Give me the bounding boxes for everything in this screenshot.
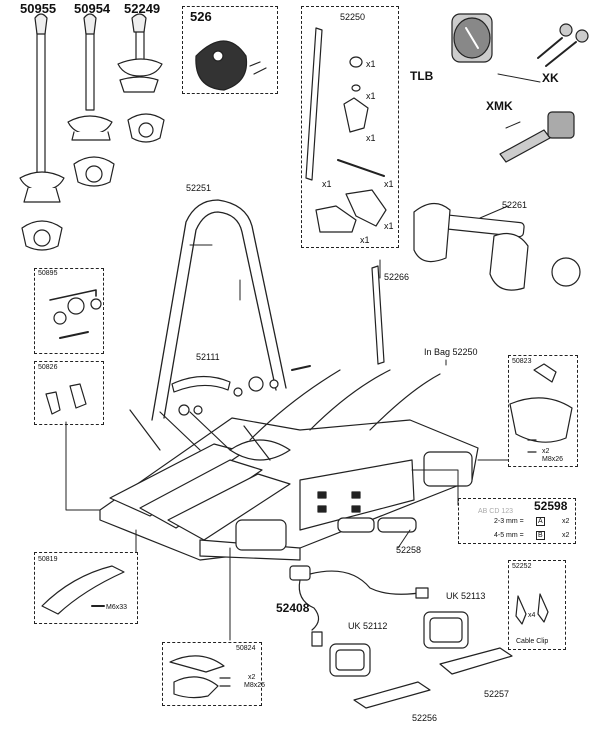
- frame-52251: [151, 199, 287, 421]
- qty-x2-50824: x2: [248, 674, 256, 681]
- holder-50826-contents: [45, 383, 87, 415]
- group-box-50895: [34, 268, 104, 354]
- plate-holder-52256-drawing: [353, 681, 431, 709]
- group-box-52598: [458, 498, 576, 544]
- plate-a-marker: A: [536, 517, 545, 526]
- label-52256: 52256: [412, 713, 438, 723]
- qty-x1-g: x1: [360, 235, 370, 245]
- uk-light-left-drawing: [329, 643, 371, 677]
- keys-xk-drawing: [537, 23, 589, 67]
- label-52408: 52408: [276, 601, 310, 615]
- group-box-52250: [301, 6, 399, 248]
- qty-x1-e: x1: [384, 179, 394, 189]
- group-box-526: [182, 6, 278, 94]
- label-tlb: TLB: [410, 69, 434, 83]
- qty-x2-50823: x2: [542, 448, 550, 455]
- group-box-50823: [508, 355, 578, 467]
- wheel-holder-arm-long: [19, 13, 65, 251]
- label-xmk: XMK: [486, 99, 513, 113]
- leader-lines: [65, 73, 541, 641]
- light-mount-50824-contents: [169, 655, 231, 699]
- label-52598: 52598: [534, 499, 568, 513]
- label-52266: 52266: [384, 272, 410, 282]
- master-key-xmk-drawing: [499, 111, 575, 163]
- wheel-holder-arm-short: [117, 13, 165, 143]
- bag-52250-contents: [305, 27, 387, 233]
- label-52111: 52111: [196, 352, 220, 362]
- uk-light-right-drawing: [423, 611, 469, 649]
- label-50895: 50895: [38, 270, 58, 277]
- qty-x1-a: x1: [366, 59, 376, 69]
- clamp-52111-drawing: [171, 365, 311, 416]
- plate-2-3mm: 2-3 mm =: [494, 518, 524, 525]
- wiring-52408-drawing: [289, 565, 429, 647]
- label-52258: 52258: [396, 545, 422, 555]
- label-52250-bag: 52250: [340, 12, 366, 22]
- strap-52266-drawing: [371, 265, 385, 365]
- label-50819: 50819: [38, 556, 58, 563]
- qty-x1-b: x1: [366, 91, 376, 101]
- label-52252: 52252: [512, 563, 532, 570]
- wheel-strap-50819-contents: [41, 565, 125, 615]
- label-52261: 52261: [502, 200, 528, 210]
- screw-m8x26-50823: M8x26: [542, 456, 564, 463]
- plate-holder-52257-drawing: [439, 647, 513, 675]
- qty-x1-d: x1: [322, 179, 332, 189]
- group-box-50826: [34, 361, 104, 425]
- qty-x1-c: x1: [366, 133, 376, 143]
- plate-b-marker: B: [536, 531, 545, 540]
- lock-knob-526: [195, 40, 267, 91]
- cable-clip-52252-contents: [515, 593, 549, 625]
- label-uk-52112: UK 52112: [348, 621, 388, 631]
- plate-qty-b: x2: [562, 532, 570, 539]
- holder-50823-contents: [509, 363, 573, 453]
- screw-m8x26-50824: M8x26: [244, 682, 266, 689]
- label-52257: 52257: [484, 689, 510, 699]
- label-50955: 50955: [20, 1, 57, 16]
- label-50823: 50823: [512, 358, 532, 365]
- label-uk-52113: UK 52113: [446, 591, 486, 601]
- label-50824: 50824: [236, 645, 256, 652]
- bike-carrier-body: [99, 369, 479, 561]
- cable-clip-label: Cable Clip: [516, 638, 549, 645]
- plate-4-5mm: 4-5 mm =: [494, 532, 524, 539]
- plate-qty-a: x2: [562, 518, 570, 525]
- label-52251: 52251: [186, 183, 212, 193]
- wheel-holder-arm-medium: [67, 13, 115, 187]
- screw-m6x33: M6x33: [106, 604, 128, 611]
- group-box-50819: [34, 552, 138, 624]
- bolt-kit-50895-contents: [49, 289, 102, 339]
- label-xk: XK: [542, 71, 559, 85]
- qty-x4-52252: x4: [528, 612, 536, 619]
- group-box-52252: [508, 560, 566, 650]
- label-50826: 50826: [38, 364, 58, 371]
- group-box-50824: [162, 642, 262, 706]
- qty-x1-f: x1: [384, 221, 394, 231]
- arm-52261-drawing: [413, 202, 581, 291]
- plate-text: AB CD 123: [478, 508, 514, 515]
- label-in-bag-52250: In Bag 52250: [424, 347, 478, 357]
- lock-cylinder-tlb: [451, 13, 493, 63]
- label-52249: 52249: [124, 1, 161, 16]
- label-526: 526: [190, 9, 212, 24]
- label-50954: 50954: [74, 1, 111, 16]
